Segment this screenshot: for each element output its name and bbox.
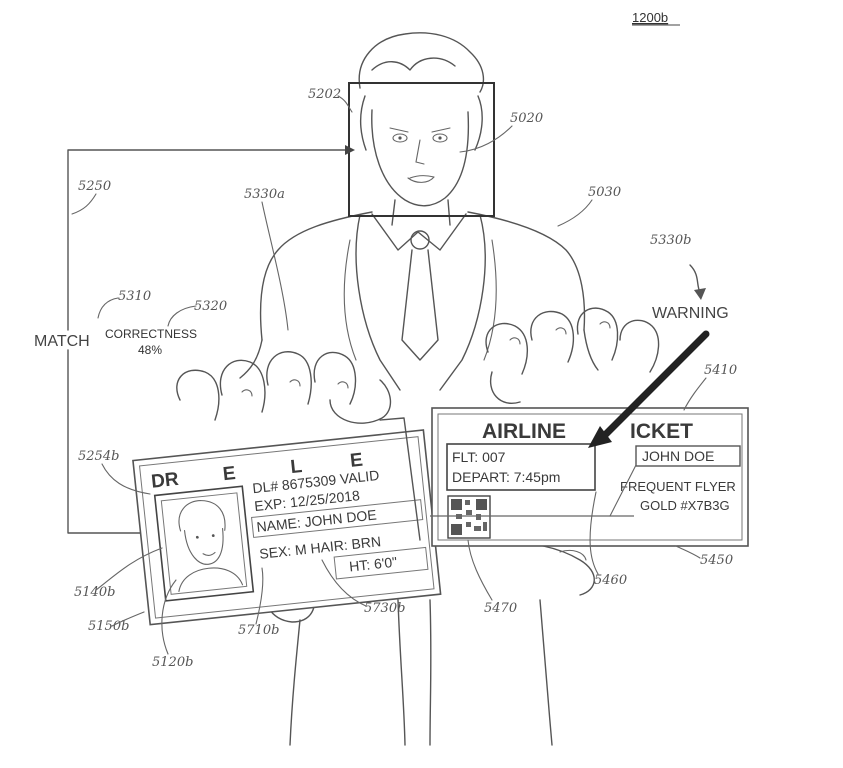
ticket-qr-code — [447, 495, 491, 539]
ref-5730b: 5730b — [364, 601, 405, 616]
ref-5450: 5450 — [700, 553, 733, 568]
ticket-title-airline: AIRLINE — [482, 420, 566, 443]
correctness-value: 48% — [138, 343, 162, 357]
match-label: MATCH — [34, 333, 90, 350]
ref-5030: 5030 — [588, 185, 621, 200]
ref-5250: 5250 — [78, 179, 111, 194]
license-height: HT: 6'0" — [348, 554, 398, 575]
ref-5470: 5470 — [484, 601, 517, 616]
figure-number: 1200b — [632, 10, 668, 25]
ticket-depart: DEPART: 7:45pm — [452, 469, 560, 485]
correctness-label: CORRECTNESS — [105, 327, 197, 341]
ref-5710b: 5710b — [238, 623, 279, 638]
ref-5460: 5460 — [594, 573, 627, 588]
license-title-dr: DR — [150, 469, 180, 493]
ticket-flight-box — [446, 443, 596, 491]
ref-5330a: 5330a — [244, 187, 285, 202]
ref-5140b: 5140b — [74, 585, 115, 600]
ticket-gold-number: GOLD #X7B3G — [640, 498, 730, 513]
license-title-l: L — [289, 456, 303, 478]
ticket-title-icket: ICKET — [630, 420, 693, 443]
reference-numerals: 5202 5020 5250 5330a 5030 5330b 5310 532… — [71, 87, 737, 670]
ref-5120b: 5120b — [152, 655, 193, 670]
ticket-flight: FLT: 007 — [452, 449, 506, 465]
license-title-end: E — [349, 450, 364, 472]
ref-5254b: 5254b — [78, 449, 119, 464]
airline-ticket-card: AIRLINE ICKET FLT: 007 DEPART: 7:45pm JO… — [431, 407, 749, 547]
left-hand-drawing — [176, 351, 392, 424]
license-title-e: E — [222, 463, 237, 485]
ticket-frequent-flyer: FREQUENT FLYER — [620, 479, 736, 494]
ref-5330b: 5330b — [650, 233, 691, 248]
ref-5020: 5020 — [510, 111, 543, 126]
warning-arrow — [588, 330, 710, 448]
ref-5202: 5202 — [308, 87, 341, 102]
ticket-passenger-box — [635, 445, 741, 467]
ref-5410: 5410 — [704, 363, 737, 378]
ticket-passenger-name: JOHN DOE — [642, 448, 714, 464]
ref-5310: 5310 — [118, 289, 151, 304]
warning-label: WARNING — [652, 305, 729, 322]
person-drawing — [239, 32, 599, 746]
drivers-license-card: DR E L E DL# 8675309 VALID EXP: 12/25/20… — [132, 429, 442, 626]
license-photo — [153, 485, 255, 602]
license-tab — [379, 417, 421, 541]
ref-5320: 5320 — [194, 299, 227, 314]
